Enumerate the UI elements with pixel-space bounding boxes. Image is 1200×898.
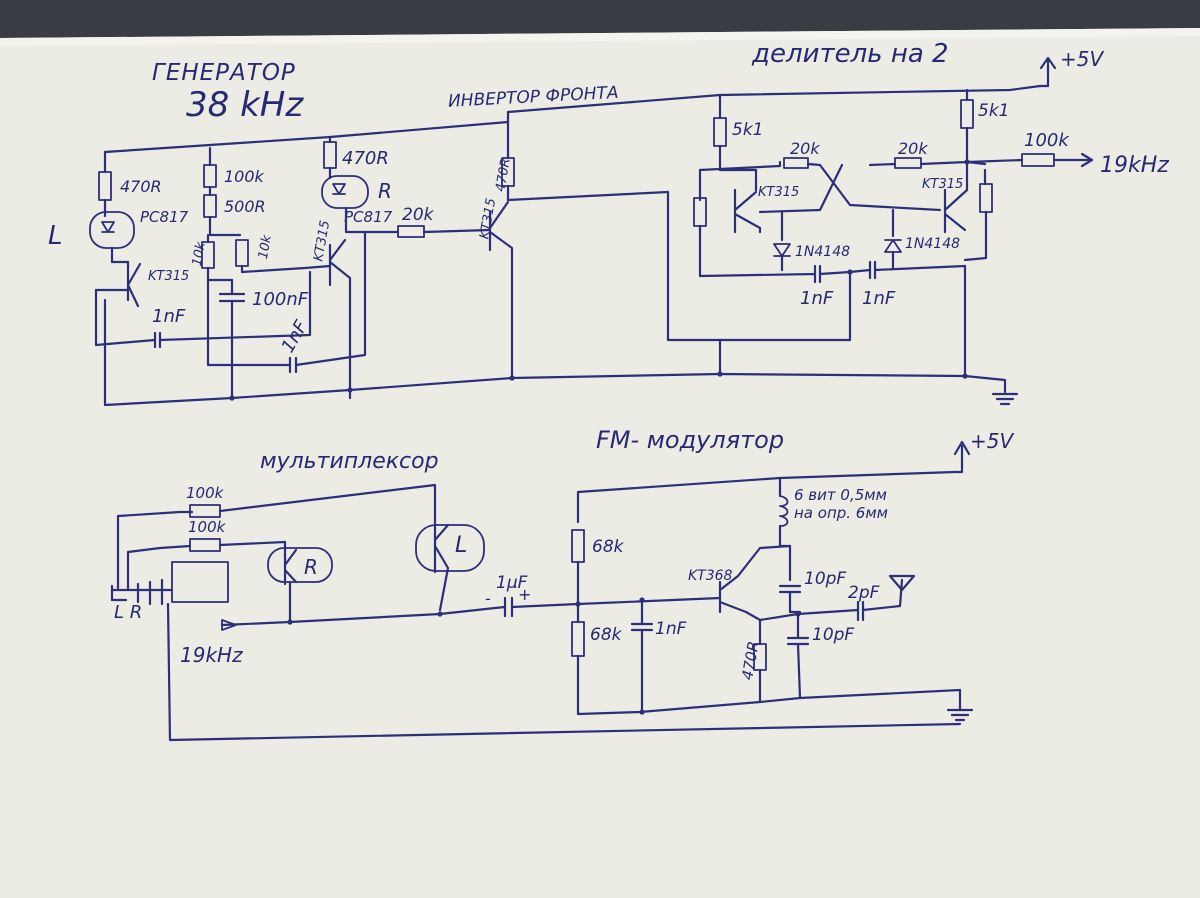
fm-title: FM- модулятор	[596, 426, 784, 454]
label-100nf: 100nF	[252, 289, 309, 310]
label-68k-top: 68k	[592, 537, 625, 557]
label-19khz-out: 19kHz	[1100, 153, 1169, 178]
label-470r-a: 470R	[120, 177, 162, 196]
label-20k-div-a: 20k	[790, 139, 820, 158]
antenna-icon	[888, 574, 916, 592]
label-1nf-div-b: 1nF	[862, 288, 896, 309]
multiplexer-title: мультиплексор	[260, 449, 439, 474]
label-1nf-div-a: 1nF	[800, 288, 834, 309]
label-2pf: 2pF	[848, 583, 880, 603]
label-1n4148-a: 1N4148	[795, 244, 850, 260]
coil-spec-line1: 6 вит 0,5мм	[794, 486, 887, 504]
label-1n4148-b: 1N4148	[905, 236, 960, 252]
label-1uf: 1μF	[496, 573, 528, 593]
mux-opto-l-label: L	[455, 533, 467, 558]
label-1nf-fm: 1nF	[655, 619, 687, 639]
label-100k: 100k	[224, 167, 265, 186]
label-470r-b: 470R	[342, 148, 389, 169]
label-10k-a: 10k	[190, 241, 209, 268]
fm-modulator-section: FM- модулятор +5V 68k 68k 1nF KT368 6 ви…	[571, 426, 1014, 722]
label-500r: 500R	[224, 197, 266, 216]
svg-text:+: +	[518, 585, 531, 604]
label-5k1-left: 5k1	[732, 120, 763, 140]
label-pc817-a: PC817	[140, 208, 189, 226]
coil-spec-line2: на опр. 6мм	[794, 504, 888, 522]
label-68k-bottom: 68k	[590, 625, 623, 645]
label-20k-div-b: 20k	[898, 139, 928, 158]
label-100k-out: 100k	[1024, 130, 1070, 151]
label-kt315-inv: KT315	[477, 197, 499, 240]
supply-bottom-label: +5V	[970, 429, 1014, 453]
generator-frequency: 38 kHz	[186, 85, 304, 125]
mux-opto-r-label: R	[304, 555, 318, 579]
label-mux-100k-a: 100k	[186, 484, 225, 502]
label-1nf-a: 1nF	[152, 306, 186, 327]
divider-section: делитель на 2 5k1 5k1 20k 20k KT315 KT31…	[693, 39, 1169, 378]
generator-section: ГЕНЕРАТОР 38 kHz +5V 470R L PC817 KT315 …	[48, 47, 1104, 407]
label-10k-b: 10k	[256, 234, 275, 261]
label-20k: 20k	[402, 205, 435, 225]
label-5k1-right: 5k1	[978, 101, 1009, 121]
label-kt315-a: KT315	[148, 269, 189, 284]
multiplexer-section: мультиплексор 100k 100k L R R L 19kHz	[110, 449, 962, 742]
label-kt315-div-r: KT315	[922, 177, 963, 192]
label-kt368: KT368	[688, 568, 733, 584]
supply-top-label: +5V	[1060, 47, 1104, 71]
jack-lr-label: L R	[114, 602, 142, 623]
mux-opto-r-body	[267, 547, 333, 583]
led-l-label: L	[48, 221, 63, 251]
label-470r-inv: 470R	[493, 157, 514, 193]
label-10pf-a: 10pF	[804, 569, 846, 589]
mux-opto-l-body	[415, 524, 485, 572]
svg-text:-: -	[485, 589, 491, 608]
label-10pf-b: 10pF	[812, 625, 854, 645]
label-kt315-b: KT315	[311, 219, 333, 262]
stereo-jack-body	[171, 561, 229, 603]
label-mux-100k-b: 100k	[188, 518, 227, 536]
label-kt315-div-l: KT315	[758, 185, 799, 200]
paper-sheet	[0, 28, 1200, 898]
label-19khz-in: 19kHz	[180, 643, 243, 667]
generator-title: ГЕНЕРАТОР	[152, 60, 296, 86]
divider-title: делитель на 2	[751, 39, 949, 69]
led-r-label: R	[378, 179, 392, 203]
label-pc817-b: PC817	[344, 208, 393, 226]
